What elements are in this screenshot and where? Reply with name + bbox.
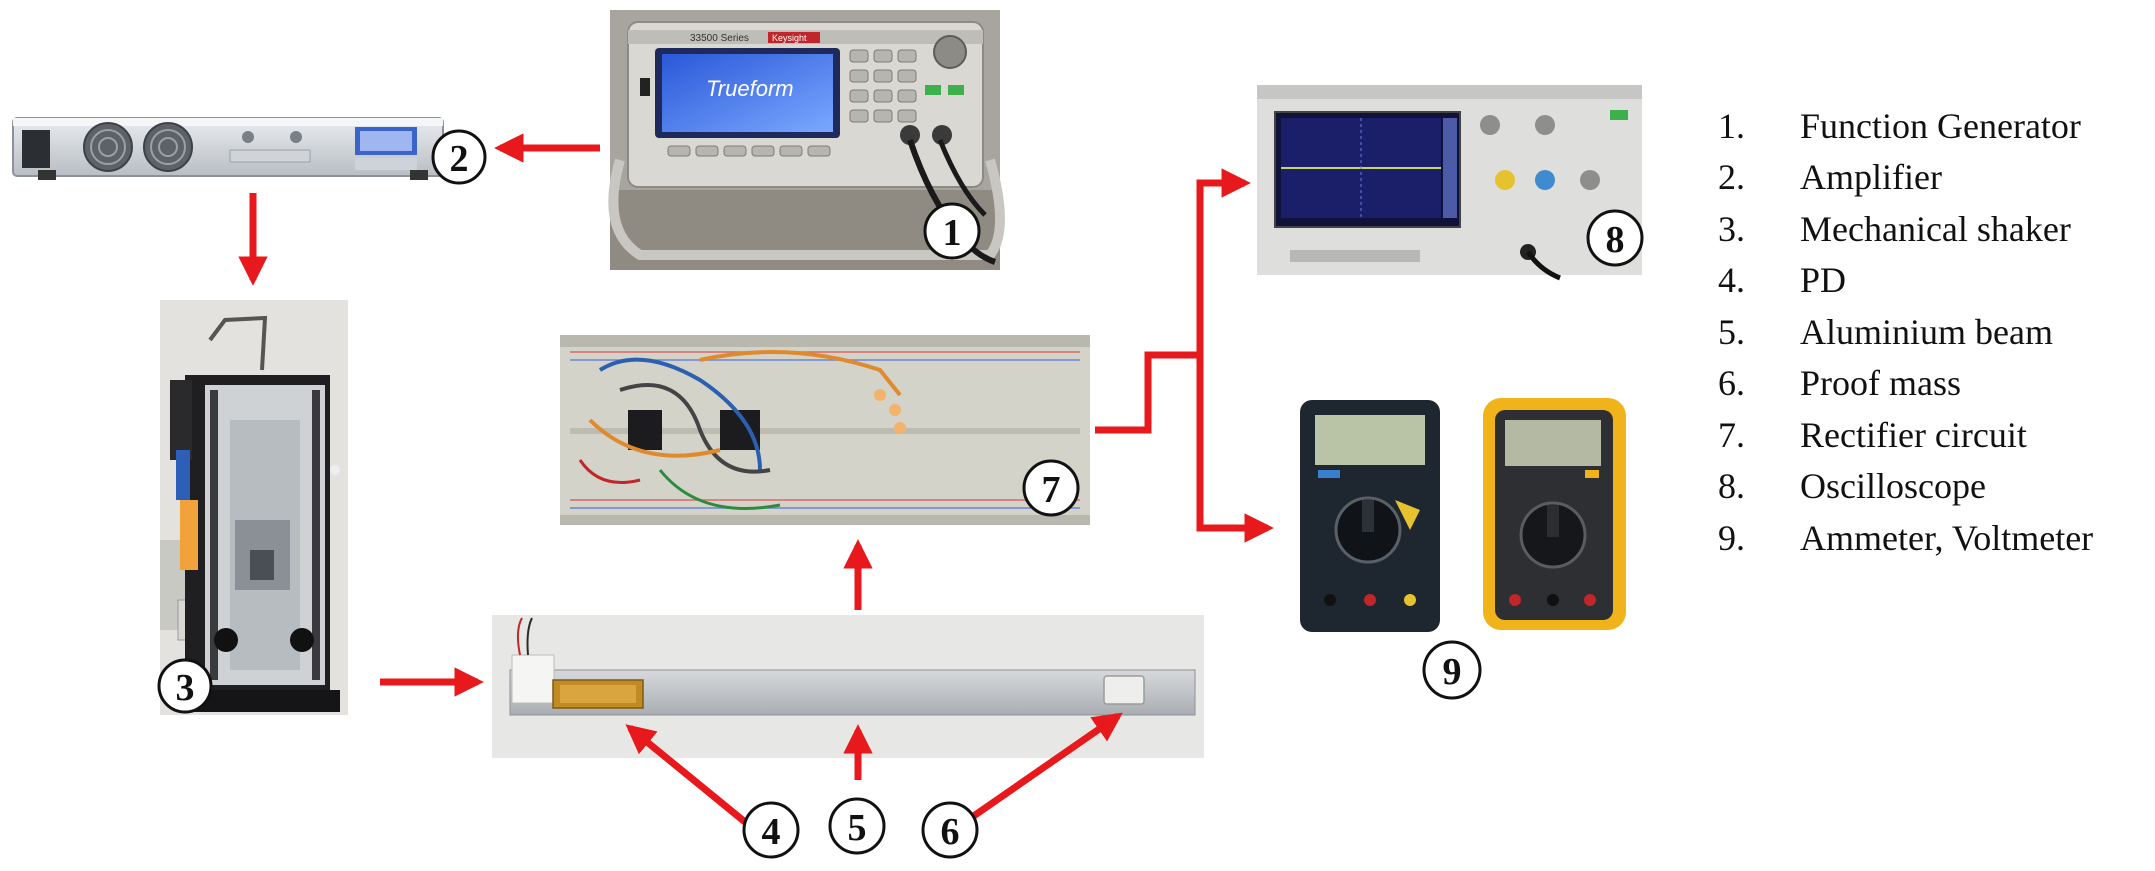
legend-number: 7. — [1718, 414, 1745, 455]
arrow-rectifier-to-oscilloscope — [1095, 168, 1251, 434]
legend-number: 3. — [1718, 208, 1745, 249]
signal-flow-arrows — [238, 133, 1274, 825]
callout-7-label: 7 — [1042, 469, 1061, 511]
legend-number: 9. — [1718, 517, 1745, 558]
legend-label: Rectifier circuit — [1800, 414, 2027, 455]
legend-item: 6. Proof mass — [1718, 358, 2148, 410]
legend-item: 9. Ammeter, Voltmeter — [1718, 512, 2148, 564]
callout-3-label: 3 — [176, 667, 195, 709]
legend-label: Function Generator — [1800, 105, 2081, 146]
callout-6: 6 — [921, 801, 979, 859]
legend-item: 7. Rectifier circuit — [1718, 409, 2148, 461]
legend-item: 3. Mechanical shaker — [1718, 203, 2148, 255]
fg-brand-label: Keysight — [772, 33, 807, 43]
callout-1-label: 1 — [943, 212, 962, 254]
arrow-rectifier-to-multimeters — [1196, 355, 1274, 543]
callout-6-label: 6 — [941, 811, 960, 853]
amplifier-photo — [12, 117, 444, 180]
multimeters-photo — [1300, 398, 1626, 632]
legend-label: Aluminium beam — [1800, 311, 2053, 352]
callout-1: 1 — [923, 202, 981, 260]
legend-label: Amplifier — [1800, 157, 1942, 198]
legend-number: 1. — [1718, 105, 1745, 146]
legend-number: 6. — [1718, 363, 1745, 404]
legend-number: 8. — [1718, 466, 1745, 507]
legend-item: 4. PD — [1718, 255, 2148, 307]
callout-9-label: 9 — [1443, 651, 1462, 693]
legend-label: PD — [1800, 260, 1847, 301]
legend-number: 2. — [1718, 157, 1745, 198]
arrow-callout6-to-mass — [963, 712, 1123, 825]
oscilloscope-photo — [1257, 85, 1642, 281]
callout-8: 8 — [1586, 209, 1644, 267]
callout-9: 9 — [1422, 640, 1482, 700]
rectifier-circuit-photo — [560, 335, 1090, 525]
component-legend: 1. Function Generator 2. Amplifier 3. Mecha… — [1718, 100, 2148, 564]
mechanical-shaker-photo — [160, 300, 348, 715]
callout-5-label: 5 — [848, 807, 867, 849]
legend-number: 4. — [1718, 260, 1745, 301]
callout-7: 7 — [1022, 459, 1080, 517]
callout-8-label: 8 — [1606, 219, 1625, 261]
callout-2: 2 — [431, 129, 487, 185]
aluminium-beam-photo — [492, 615, 1204, 758]
fg-series-label: 33500 Series — [690, 33, 749, 44]
callout-2-label: 2 — [450, 138, 469, 180]
legend-item: 2. Amplifier — [1718, 152, 2148, 204]
legend-label: Mechanical shaker — [1800, 208, 2071, 249]
legend-label: Proof mass — [1800, 363, 1961, 404]
legend-label: Ammeter, Voltmeter — [1800, 517, 2094, 558]
arrow-callout4-to-pd — [625, 724, 748, 825]
callout-4: 4 — [742, 801, 800, 859]
callout-4-label: 4 — [762, 811, 781, 853]
fg-screen-brand: Trueform — [706, 76, 794, 101]
legend-label: Oscilloscope — [1800, 466, 1986, 507]
legend-item: 5. Aluminium beam — [1718, 306, 2148, 358]
legend-item: 8. Oscilloscope — [1718, 461, 2148, 513]
callout-3: 3 — [157, 658, 213, 714]
callout-5: 5 — [828, 797, 886, 855]
legend-item: 1. Function Generator — [1718, 100, 2148, 152]
legend-number: 5. — [1718, 311, 1745, 352]
function-generator-photo: 33500 Series Keysight Trueform — [608, 10, 1005, 270]
